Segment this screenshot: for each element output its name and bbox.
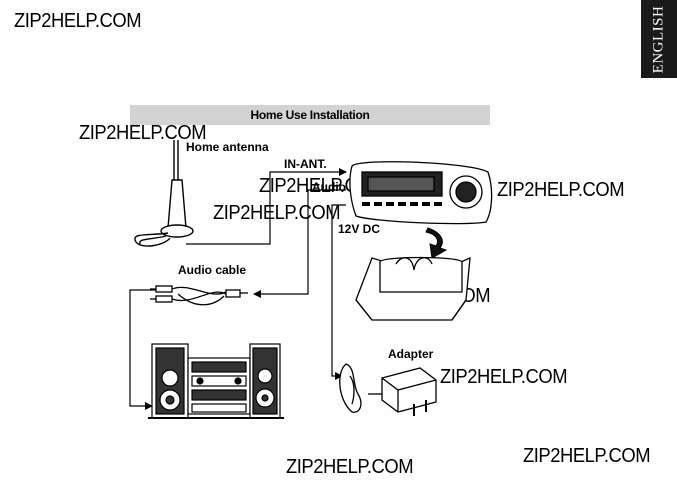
label-audio-cable: Audio cable	[178, 263, 247, 277]
label-adapter: Adapter	[388, 347, 434, 361]
watermark-top-left: ZIP2HELP.COM	[14, 10, 142, 32]
watermark-middle: ZIP2HELP.COM	[213, 202, 341, 224]
cradle-dock-icon	[355, 256, 471, 321]
label-12v-dc: 12V DC	[338, 222, 381, 236]
stereo-system-icon	[148, 343, 284, 419]
audio-cable-icon	[150, 285, 248, 306]
home-antenna-icon	[134, 140, 194, 247]
label-in-ant: IN-ANT.	[284, 157, 327, 171]
connection-lines	[129, 168, 347, 410]
power-adapter-icon	[339, 363, 437, 416]
label-audio: Audio	[312, 180, 346, 194]
language-tab: ENGLISH	[641, 0, 677, 78]
watermark-bottom-center: ZIP2HELP.COM	[286, 456, 414, 478]
watermark-bottom-right: ZIP2HELP.COM	[523, 445, 651, 467]
watermark-antenna: ZIP2HELP.COM	[79, 122, 207, 144]
label-home-antenna: Home antenna	[186, 140, 269, 154]
section-title-bar: Home Use Installation	[130, 105, 490, 125]
radio-receiver-icon	[349, 161, 493, 225]
watermark-right: ZIP2HELP.COM	[497, 179, 625, 201]
insert-arrow-icon	[425, 227, 448, 259]
watermark-adapter: ZIP2HELP.COM	[440, 366, 568, 388]
section-title: Home Use Installation	[250, 108, 370, 122]
